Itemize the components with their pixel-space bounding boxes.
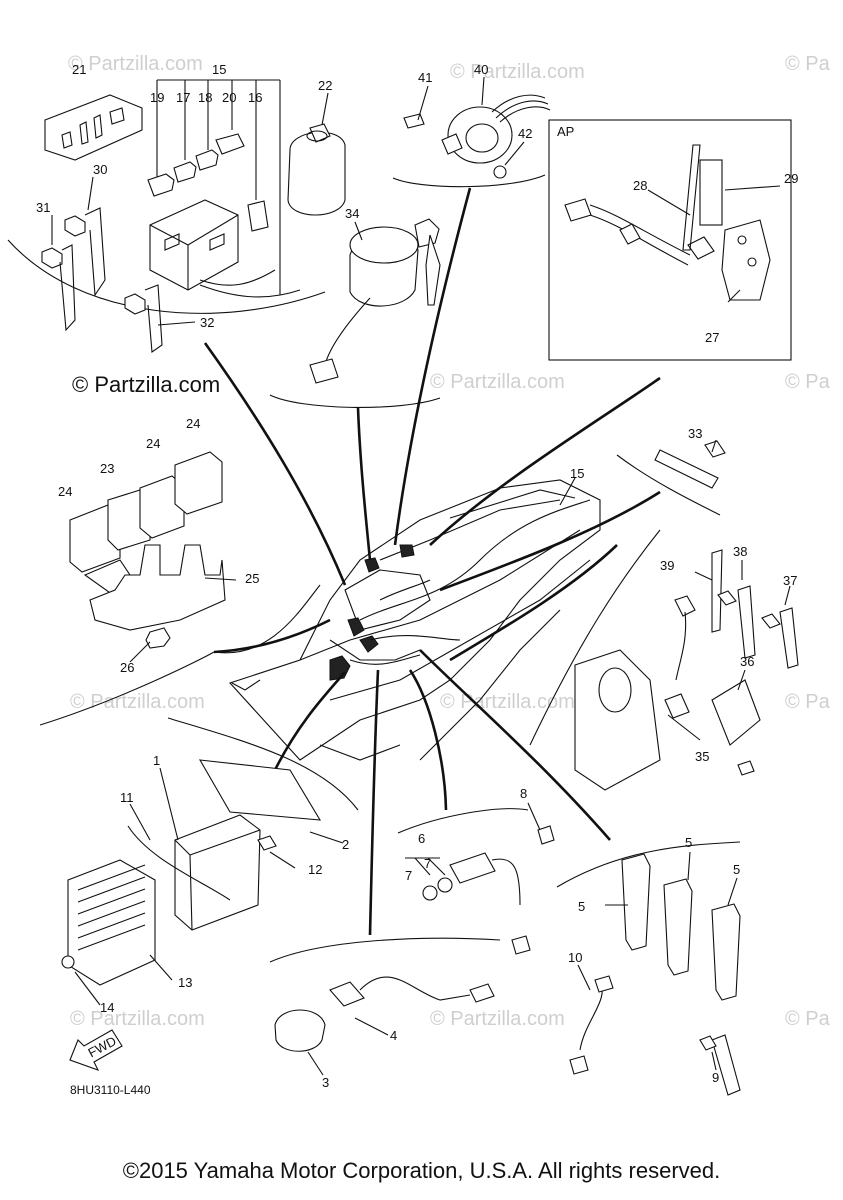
sensor-22: [287, 123, 346, 216]
callout-18: 18: [198, 90, 212, 105]
callout-10: 10: [568, 950, 582, 965]
callout-8: 8: [520, 786, 527, 801]
callout-6: 6: [418, 831, 425, 846]
ap-section-box: [548, 119, 792, 361]
tie-strap-33: [616, 440, 726, 516]
callout-leaders: [51, 76, 791, 1076]
coil-group-outline: [556, 841, 741, 888]
callout-39: 39: [660, 558, 674, 573]
callout-27: 27: [705, 330, 719, 345]
callout-19: 19: [150, 90, 164, 105]
callout-42: 42: [518, 126, 532, 141]
sensor-group-outline: [392, 174, 546, 188]
callout-29: 29: [784, 171, 798, 186]
ap-parts: [564, 144, 771, 301]
fuse-group-outline: [7, 239, 326, 314]
callout-35: 35: [695, 749, 709, 764]
watermark: © Pa: [785, 53, 831, 75]
watermark-layer: © Partzilla.com © Partzilla.com © Pa © P…: [68, 53, 831, 1030]
callout-26: 26: [120, 660, 134, 675]
callout-24b: 24: [146, 436, 160, 451]
callout-25: 25: [245, 571, 259, 586]
callout-23: 23: [100, 461, 114, 476]
callout-14: 14: [100, 1000, 114, 1015]
pressure-group-outline: [269, 937, 501, 963]
callout-20: 20: [222, 90, 236, 105]
speed-sensor-parts: [422, 825, 555, 955]
watermark: © Partzilla.com: [70, 1008, 205, 1030]
callout-34: 34: [345, 206, 359, 221]
callout-22: 22: [318, 78, 332, 93]
regulator-parts: [61, 759, 322, 986]
callout-15a: 15: [212, 62, 226, 77]
parts-diagram: © Partzilla.com © Partzilla.com © Pa © P…: [7, 53, 831, 1097]
relays: [69, 451, 226, 649]
sensor-40: [403, 94, 551, 179]
fuse-box: [149, 199, 301, 298]
callout-36: 36: [740, 654, 754, 669]
right-group-outline: [529, 529, 661, 746]
callout-40: 40: [474, 62, 488, 77]
leader-lines: [203, 187, 661, 936]
watermark: © Pa: [785, 691, 831, 713]
ignition-group-outline: [269, 394, 441, 408]
callout-4: 4: [390, 1028, 397, 1043]
callout-24a: 24: [58, 484, 72, 499]
callout-28: 28: [633, 178, 647, 193]
ap-label: AP: [557, 124, 574, 139]
right-group-parts: [574, 549, 799, 791]
ignition-switch-34: [309, 218, 441, 384]
callout-16: 16: [248, 90, 262, 105]
watermark: © Partzilla.com: [430, 371, 565, 393]
callout-7a: 7: [424, 856, 431, 871]
callout-12: 12: [308, 862, 322, 877]
callout-38: 38: [733, 544, 747, 559]
fwd-arrow: FWD: [69, 1029, 123, 1071]
fuses: [147, 133, 269, 232]
watermark-main: © Partzilla.com: [72, 372, 220, 397]
fuse-bracket-15: [156, 79, 281, 295]
callout-11: 11: [120, 790, 134, 805]
callout-24c: 24: [186, 416, 200, 431]
regulator-group-outline: [167, 717, 359, 811]
relay-group-outline: [39, 584, 321, 726]
callout-30: 30: [93, 162, 107, 177]
wire-harness: [329, 499, 591, 681]
callout-17: 17: [176, 90, 190, 105]
watermark: © Partzilla.com: [450, 61, 585, 83]
callout-numbers: 1 2 3 4 5 5 5 6 7 7 8 9 10 11 12 13 14 1…: [36, 62, 798, 1090]
callout-21: 21: [72, 62, 86, 77]
callout-7b: 7: [405, 868, 412, 883]
callout-32: 32: [200, 315, 214, 330]
callout-1: 1: [153, 753, 160, 768]
callout-9: 9: [712, 1070, 719, 1085]
watermark: © Partzilla.com: [68, 53, 203, 75]
callout-2: 2: [342, 837, 349, 852]
pressure-sensor-parts: [274, 976, 495, 1052]
speed-sensor-group-outline: [397, 808, 529, 834]
callout-15b: 15: [570, 466, 584, 481]
callout-37: 37: [783, 573, 797, 588]
callout-13: 13: [178, 975, 192, 990]
callout-41: 41: [418, 70, 432, 85]
callout-31: 31: [36, 200, 50, 215]
callout-5c: 5: [733, 862, 740, 877]
callout-33: 33: [688, 426, 702, 441]
watercraft-hull: [229, 479, 601, 761]
diagram-code: 8HU3110-L440: [70, 1083, 151, 1097]
watermark: © Partzilla.com: [70, 691, 205, 713]
tie-straps-30-31-32: [41, 207, 163, 353]
callout-5b: 5: [685, 835, 692, 850]
copyright-notice: ©2015 Yamaha Motor Corporation, U.S.A. A…: [122, 1158, 721, 1183]
ignition-coils: [569, 853, 741, 1096]
callout-5a: 5: [578, 899, 585, 914]
callout-3: 3: [322, 1075, 329, 1090]
watermark: © Partzilla.com: [440, 691, 575, 713]
watermark: © Pa: [785, 1008, 831, 1030]
fuse-cover-21: [44, 94, 143, 161]
watermark: © Pa: [785, 371, 831, 393]
watermark: © Partzilla.com: [430, 1008, 565, 1030]
